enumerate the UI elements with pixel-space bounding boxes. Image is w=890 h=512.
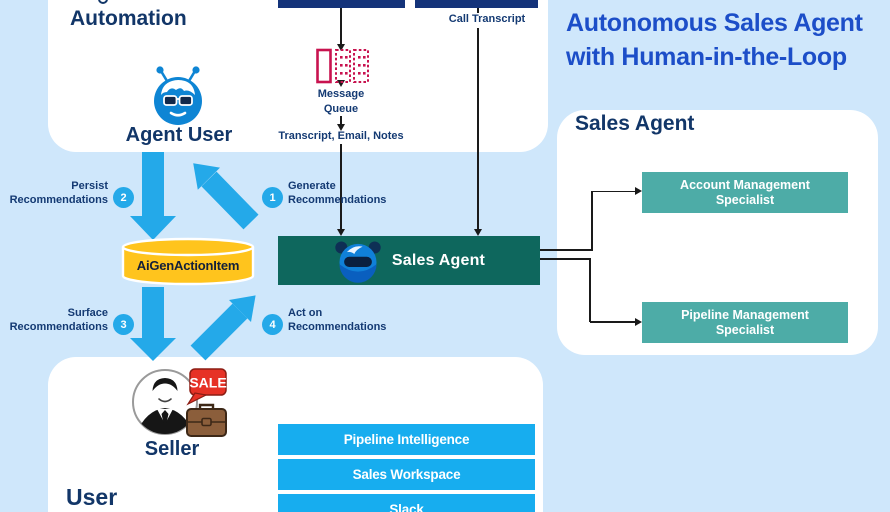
robot-hair [161, 80, 195, 95]
arrowhead-salesagent-1 [336, 229, 345, 236]
diagram-title: Autonomous Sales Agent with Human-in-the… [566, 6, 886, 74]
connector-node-up [591, 190, 593, 251]
queue-dots [340, 56, 366, 75]
seller-person [136, 378, 194, 434]
mascot-sunglasses [344, 256, 372, 267]
connector-node-down [589, 258, 591, 322]
clipped-heading-text-fragment [98, 0, 108, 4]
arrowhead-queue-out [336, 80, 345, 87]
connector-output-salesagent [340, 144, 342, 230]
app-box-slack: Slack [278, 494, 535, 512]
sales-agent-node: Sales Agent [278, 236, 540, 285]
connector-calltranscript-salesagent [477, 28, 479, 230]
seller-label: Seller [144, 438, 200, 460]
arrowhead-queue [336, 44, 345, 51]
agent-user-label: Agent User [125, 124, 233, 146]
database-label: AiGenActionItem [136, 258, 240, 273]
flow-label-generate: Generate Recommendations [288, 180, 387, 206]
specialist-box-account: Account Management Specialist [642, 172, 848, 213]
mascot-hair [346, 246, 363, 255]
flow-arrow-generate [193, 163, 259, 230]
source-box-2 [415, 0, 538, 8]
flow-badge-1: 1 [262, 187, 283, 208]
app-box-pipeline-intelligence: Pipeline Intelligence [278, 424, 535, 455]
sales-agent-panel-heading: Sales Agent [575, 112, 695, 135]
call-transcript-label: Call Transcript [448, 13, 526, 25]
connector-source2-stub [477, 8, 479, 13]
specialist-box-pipeline: Pipeline Management Specialist [642, 302, 848, 343]
flow-label-act-on: Act on Recommendations [288, 307, 387, 333]
arrowhead-salesagent-2 [473, 229, 482, 236]
flow-badge-2: 2 [113, 187, 134, 208]
message-queue-label: Message Queue [317, 88, 365, 115]
connector-source1-queue [340, 8, 342, 45]
sale-speech-bubble: SALE [186, 368, 227, 406]
connector-to-account [592, 190, 637, 192]
app-box-sales-workspace: Sales Workspace [278, 459, 535, 490]
arrowhead-pipeline [635, 317, 642, 326]
flow-label-persist: Persist Recommendations [9, 180, 108, 206]
connector-node-out-1 [540, 249, 592, 251]
message-queue-icon [316, 48, 369, 84]
arrowhead-account [635, 187, 642, 195]
flow-badge-3: 3 [113, 314, 134, 335]
source-box-1 [278, 0, 405, 8]
diagram-title-line2: with Human-in-the-Loop [566, 43, 847, 71]
sunglasses-left [163, 95, 178, 106]
sales-agent-mascot-icon [335, 241, 381, 283]
agent-user-mascot-icon [154, 66, 202, 125]
connector-node-out-2 [540, 258, 590, 260]
seller-icon: SALE [132, 368, 227, 437]
database-cylinder [121, 237, 255, 286]
user-panel-heading: User [66, 484, 118, 510]
connector-to-pipeline [590, 321, 637, 323]
flow-arrow-surface [130, 287, 176, 361]
diagram-title-line1: Autonomous Sales Agent [566, 9, 863, 37]
automation-panel [48, 0, 548, 152]
svg-text:SALE: SALE [189, 375, 226, 391]
robot-smile [169, 111, 187, 117]
flow-badge-4: 4 [262, 314, 283, 335]
sales-agent-node-label: Sales Agent [391, 251, 486, 269]
briefcase-icon [186, 403, 227, 437]
queue-output-label: Transcript, Email, Notes [278, 130, 404, 142]
flow-arrow-persist [130, 152, 176, 240]
sunglasses-right [178, 95, 193, 106]
flow-arrow-act-on [190, 295, 256, 361]
flow-label-surface: Surface Recommendations [9, 307, 108, 333]
arrowhead-output [336, 124, 345, 131]
automation-panel-heading: Automation [70, 7, 187, 30]
connector-queue-output [340, 116, 342, 126]
